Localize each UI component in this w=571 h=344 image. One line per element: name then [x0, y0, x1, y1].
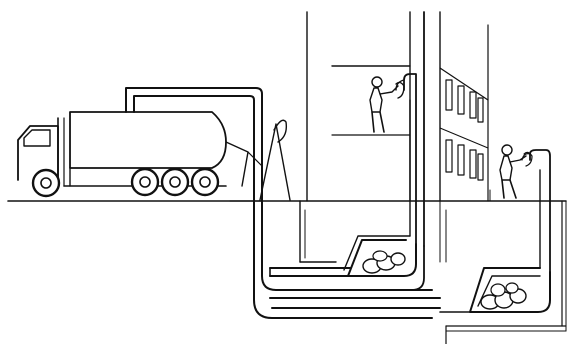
waste-bags-left — [363, 251, 405, 273]
person-upper-floor — [370, 77, 404, 132]
person-street-level — [500, 145, 532, 198]
underground-structure — [300, 201, 566, 344]
building-windows — [446, 80, 483, 180]
right-inlet-chute — [522, 150, 550, 272]
left-storage-tank — [344, 236, 424, 290]
transport-pipe-network — [126, 88, 440, 318]
right-building — [440, 12, 490, 201]
truck-wheels — [33, 169, 218, 196]
collection-truck — [18, 112, 262, 196]
docking-station — [260, 120, 290, 200]
right-storage-tank — [440, 268, 550, 312]
left-building — [307, 12, 410, 201]
waste-bags-right — [481, 283, 526, 309]
